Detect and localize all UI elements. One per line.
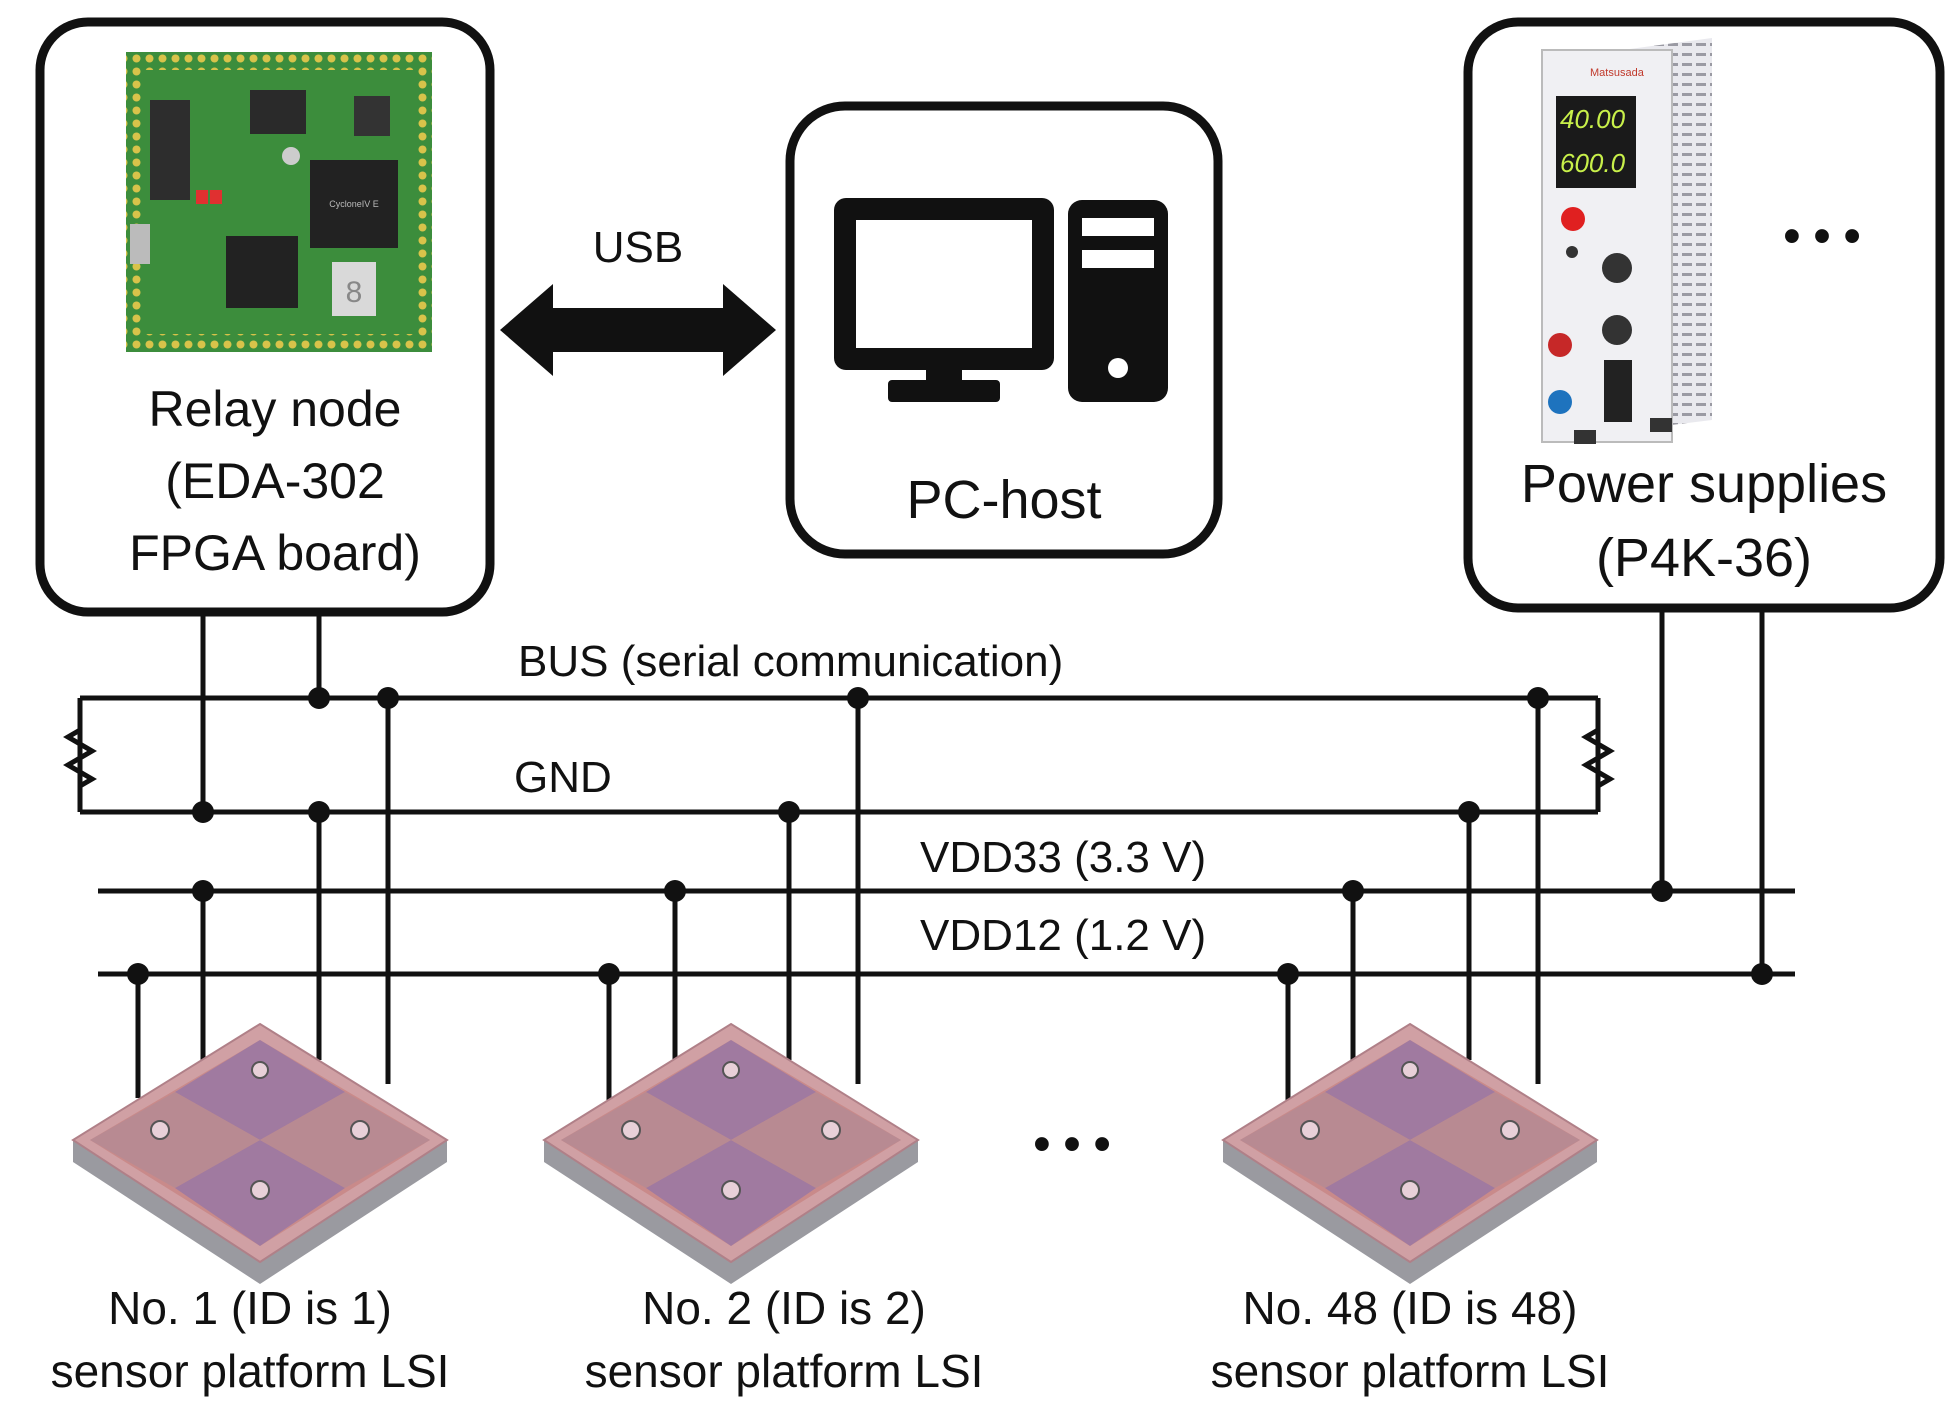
power-supplies-title: Power supplies <box>1521 454 1887 514</box>
power-supply-image: Matsusada 40.00 600.0 <box>1541 38 1712 444</box>
chip-1-die <box>71 1022 449 1284</box>
power-connections <box>1651 608 1773 985</box>
monitor-icon <box>834 198 1054 402</box>
fpga-chip-label: CycloneIV E <box>329 199 379 209</box>
fpga-board-image: CycloneIV E 8 <box>126 52 432 352</box>
psu-voltage-readout: 40.00 <box>1560 104 1626 134</box>
vdd33-label: VDD33 (3.3 V) <box>920 833 1206 882</box>
chip-48-connections <box>1277 687 1549 1100</box>
resistor-left <box>63 727 97 789</box>
seven-seg-digit: 8 <box>346 276 363 309</box>
vdd12-label: VDD12 (1.2 V) <box>920 911 1206 960</box>
relay-connections <box>192 612 330 823</box>
power-supply-box: Matsusada 40.00 600.0 Power supplies (P4… <box>1463 17 1945 613</box>
relay-node-board: FPGA board) <box>129 525 421 581</box>
resistor-right <box>1581 727 1615 789</box>
usb-arrow <box>500 284 776 376</box>
chip-48-die <box>1221 1022 1599 1284</box>
chip-48-id: No. 48 (ID is 48) <box>1243 1282 1578 1334</box>
pc-host-box: PC-host <box>785 101 1223 559</box>
chip-2-type: sensor platform LSI <box>585 1345 984 1397</box>
chip-2-connections <box>598 687 869 1100</box>
relay-node-title: Relay node <box>149 381 402 437</box>
pc-host-label: PC-host <box>906 470 1101 530</box>
chip-2-die <box>542 1022 920 1284</box>
chip-1-id: No. 1 (ID is 1) <box>108 1282 392 1334</box>
relay-node-model: (EDA-302 <box>165 453 385 509</box>
usb-label: USB <box>593 223 683 272</box>
chip-48-type: sensor platform LSI <box>1211 1345 1610 1397</box>
more-supplies-ellipsis: • • • <box>1783 210 1860 263</box>
gnd-label: GND <box>514 753 612 802</box>
bus-label: BUS (serial communication) <box>518 637 1063 686</box>
relay-node-box: CycloneIV E 8 Relay node (EDA-302 FPGA b… <box>35 17 495 617</box>
psu-current-readout: 600.0 <box>1560 148 1626 178</box>
chip-2-id: No. 2 (ID is 2) <box>642 1282 926 1334</box>
power-supplies-model: (P4K-36) <box>1596 528 1812 588</box>
chip-1-connections <box>127 687 399 1098</box>
tower-icon <box>1068 200 1168 402</box>
psu-brand: Matsusada <box>1590 67 1645 79</box>
more-chips-ellipsis: • • • <box>1033 1118 1110 1171</box>
bus-lines <box>63 695 1795 977</box>
chip-1-type: sensor platform LSI <box>51 1345 450 1397</box>
